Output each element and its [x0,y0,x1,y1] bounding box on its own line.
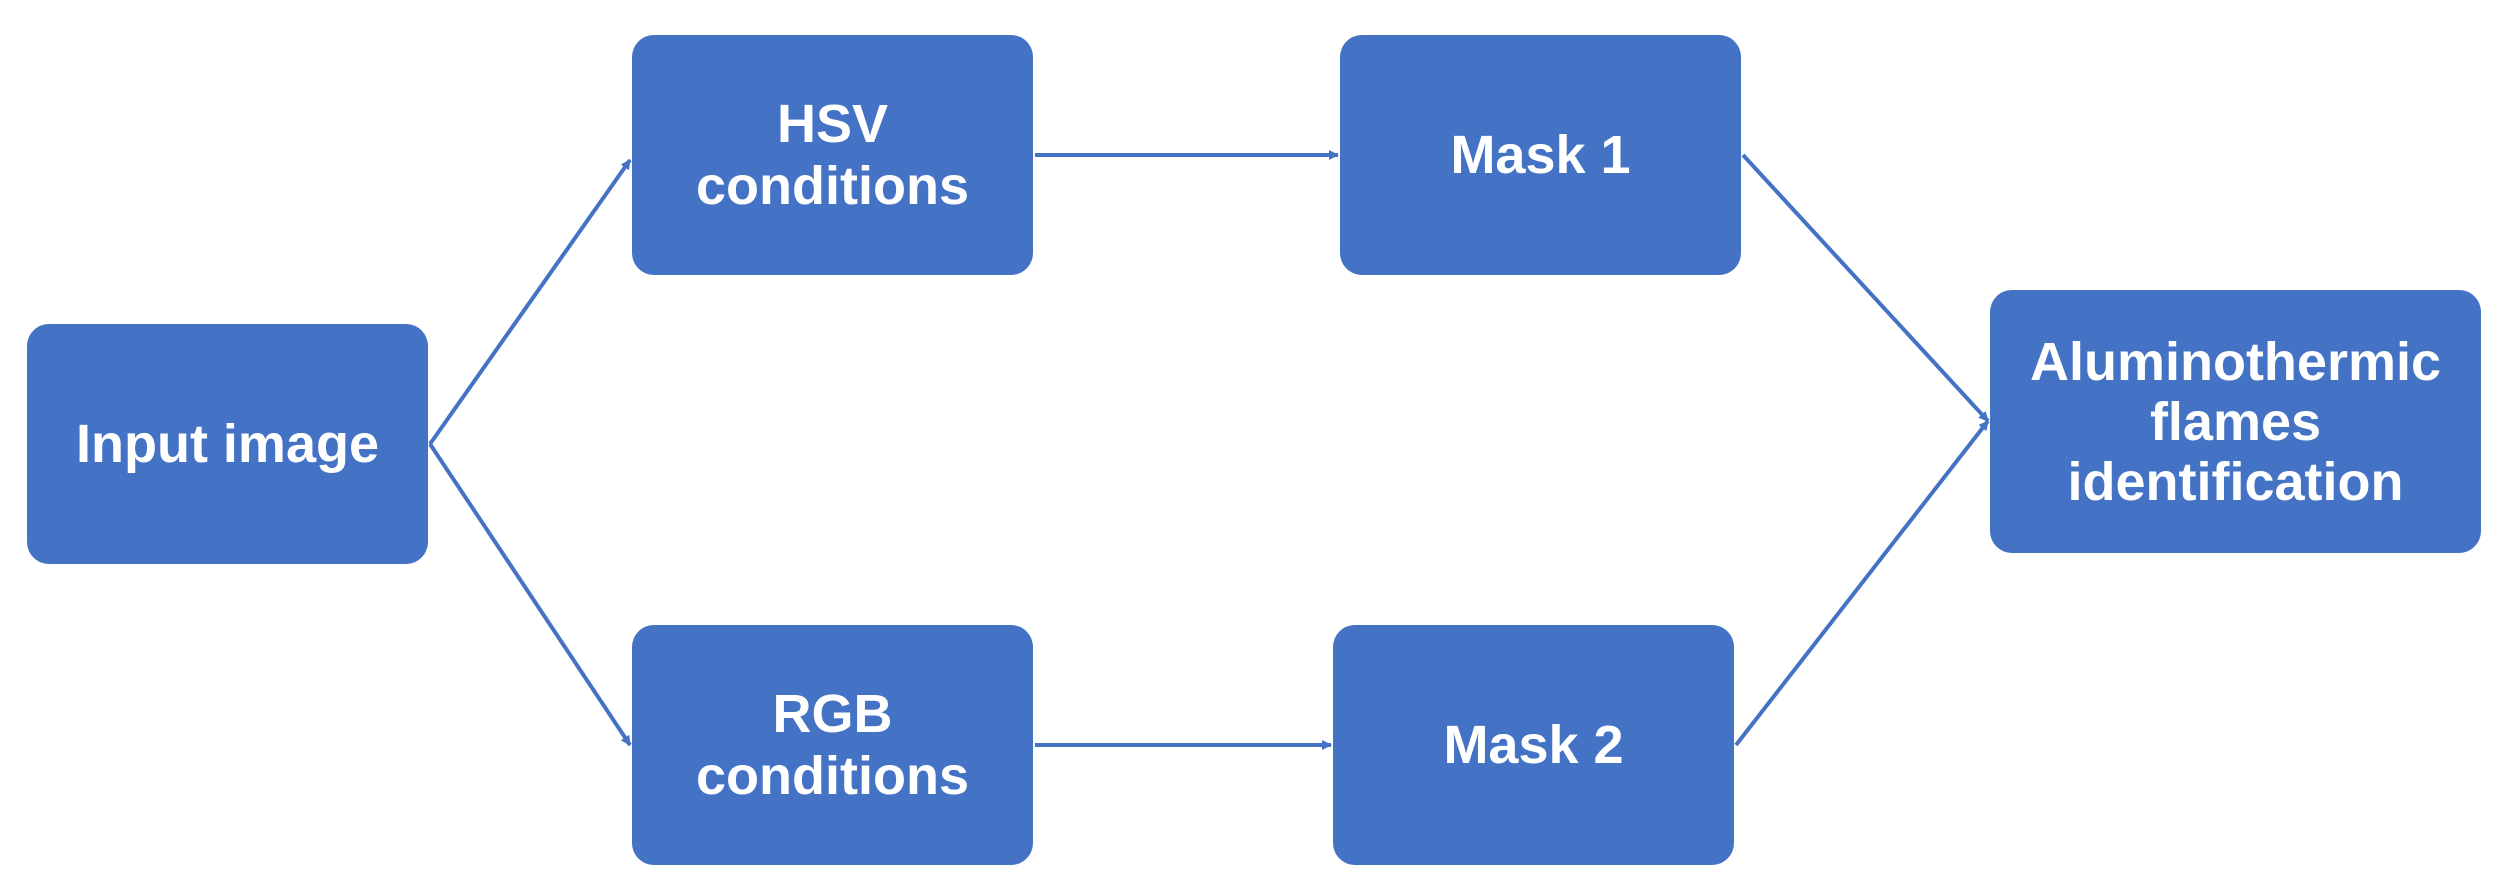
hsv-conditions-label: HSV conditions [696,94,969,216]
mask-1-label: Mask 1 [1450,125,1631,185]
input-image-label: Input image [75,414,379,474]
flames-identification-label: Aluminothermic flames identification [2029,331,2442,512]
input-image-node: Input image [27,324,428,564]
edge-input-to-hsv [428,158,632,446]
edge-input-to-rgb [428,442,632,747]
edge-mask1-to-output [1741,153,1990,423]
edge-mask2-to-output [1734,419,1990,747]
mask-2-label: Mask 2 [1443,715,1624,775]
rgb-conditions-label: RGB conditions [696,684,969,806]
flames-identification-node: Aluminothermic flames identification [1990,290,2481,553]
rgb-conditions-node: RGB conditions [632,625,1033,865]
mask-1-node: Mask 1 [1340,35,1741,275]
hsv-conditions-node: HSV conditions [632,35,1033,275]
mask-2-node: Mask 2 [1333,625,1734,865]
